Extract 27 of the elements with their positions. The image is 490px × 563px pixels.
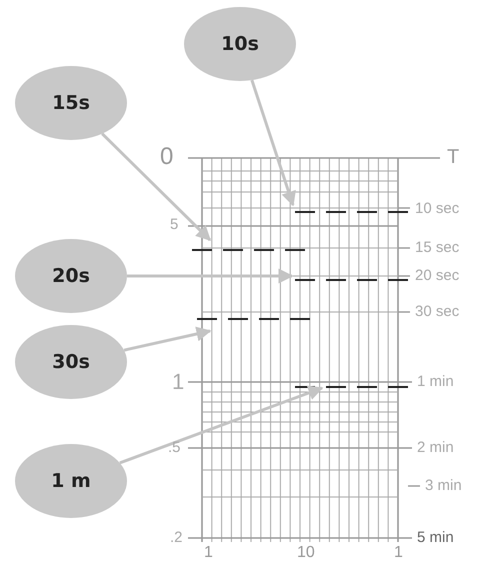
callout-text: 20s	[52, 265, 90, 287]
axis-label: 1	[172, 371, 184, 393]
axis-label: .2	[170, 530, 183, 545]
leader-arrow	[127, 268, 294, 284]
scale-label: 30 sec	[415, 304, 460, 319]
callout-text: 10s	[221, 33, 259, 55]
leader-arrow	[119, 386, 324, 464]
scale-label: 3 min	[425, 478, 462, 493]
axis-label: 10	[297, 545, 315, 561]
scale-label: 1 min	[417, 374, 454, 389]
scale-label: 10 sec	[415, 201, 460, 216]
axis-label: 0	[160, 145, 174, 169]
leader-arrow	[101, 132, 212, 242]
axis-label: 1	[204, 545, 213, 561]
axis-label: T	[447, 147, 460, 167]
scale-label: 5 min	[417, 530, 454, 545]
axis-label: 1	[394, 545, 403, 561]
scale-label: 15 sec	[415, 240, 460, 255]
callout-text: 30s	[52, 351, 90, 373]
scale-label: 2 min	[417, 440, 454, 455]
leader-arrow	[250, 80, 296, 206]
axis-label: 5	[170, 217, 178, 232]
axis-label: .5	[168, 440, 181, 455]
callout-text: 15s	[52, 92, 90, 114]
scale-label: 20 sec	[415, 268, 460, 283]
leader-arrow	[124, 326, 212, 352]
callout-text: 1 m	[51, 470, 91, 492]
